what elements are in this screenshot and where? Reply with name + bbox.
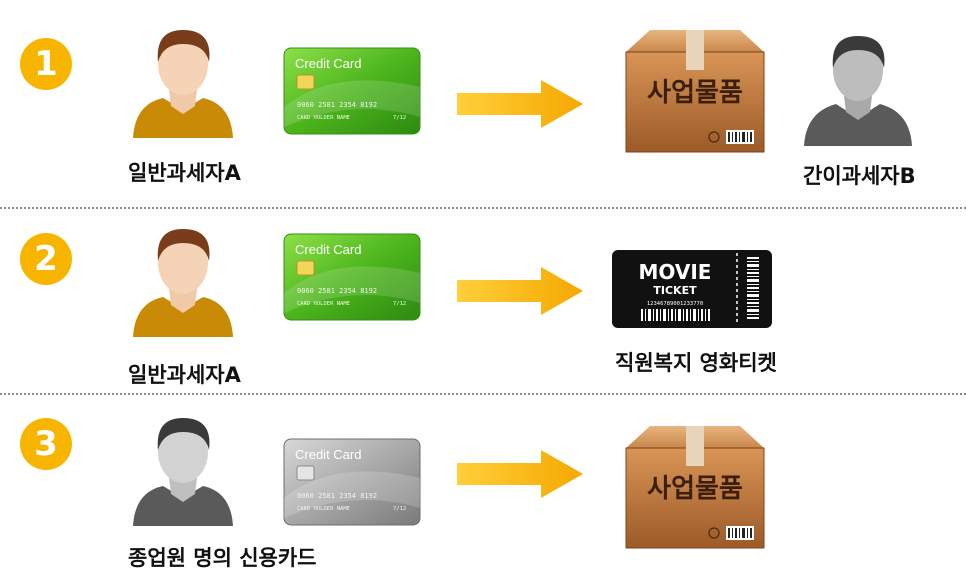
svg-text:CARD HOLDER NAME: CARD HOLDER NAME [297, 506, 350, 512]
row-divider [0, 393, 966, 395]
credit-card-icon: Credit Card 0060 2581 2354 8192 CARD HOL… [283, 233, 421, 321]
row-divider [0, 207, 966, 209]
package-box-icon: 사업물품 [620, 24, 770, 156]
svg-text:7/12: 7/12 [393, 506, 406, 512]
row-3: 3 종업원 명의 신용카드 Credit Card 0060 2581 2354… [0, 390, 966, 585]
employee-card-label: 종업원 명의 신용카드 [128, 546, 317, 570]
svg-text:MOVIE: MOVIE [639, 260, 712, 284]
svg-text:CARD HOLDER NAME: CARD HOLDER NAME [297, 115, 350, 121]
person-icon-employee [133, 418, 233, 526]
package-box-icon: 사업물품 [620, 420, 770, 552]
box-label: 사업물품 [647, 78, 743, 108]
svg-text:0060 2581 2354 8192: 0060 2581 2354 8192 [297, 101, 377, 109]
credit-card-icon: Credit Card 0060 2581 2354 8192 CARD HOL… [283, 47, 421, 135]
step-3-badge: 3 [20, 418, 72, 470]
card-brand-text: Credit Card [295, 447, 361, 462]
seller-label: 간이과세자B [803, 164, 916, 188]
ticket-label: 직원복지 영화티켓 [615, 351, 777, 375]
person-icon-buyer [133, 30, 233, 138]
svg-text:0060 2581 2354 8192: 0060 2581 2354 8192 [297, 492, 377, 500]
svg-text:TICKET: TICKET [653, 284, 697, 297]
buyer-label: 일반과세자A [128, 363, 241, 387]
step-2-badge: 2 [20, 233, 72, 285]
svg-text:7/12: 7/12 [393, 115, 406, 121]
card-brand-text: Credit Card [295, 242, 361, 257]
step-1-badge: 1 [20, 38, 72, 90]
arrow-right-icon [457, 80, 583, 128]
row-1: 1 일반과세자A Credit Card 0060 2581 2354 8192… [0, 0, 966, 195]
svg-text:7/12: 7/12 [393, 301, 406, 307]
svg-text:0060 2581 2354 8192: 0060 2581 2354 8192 [297, 287, 377, 295]
card-brand-text: Credit Card [295, 56, 361, 71]
box-label: 사업물품 [647, 474, 743, 504]
svg-text:CARD HOLDER NAME: CARD HOLDER NAME [297, 301, 350, 307]
buyer-label: 일반과세자A [128, 161, 241, 185]
arrow-right-icon [457, 450, 583, 498]
person-icon-buyer [133, 229, 233, 337]
svg-text:12346789001233770: 12346789001233770 [647, 301, 703, 307]
row-2: 2 일반과세자A Credit Card 0060 2581 2354 8192… [0, 195, 966, 390]
credit-card-icon: Credit Card 0060 2581 2354 8192 CARD HOL… [283, 438, 421, 526]
person-icon-seller [804, 36, 912, 146]
arrow-right-icon [457, 267, 583, 315]
movie-ticket-icon: MOVIE TICKET 12346789001233770 [612, 250, 772, 328]
